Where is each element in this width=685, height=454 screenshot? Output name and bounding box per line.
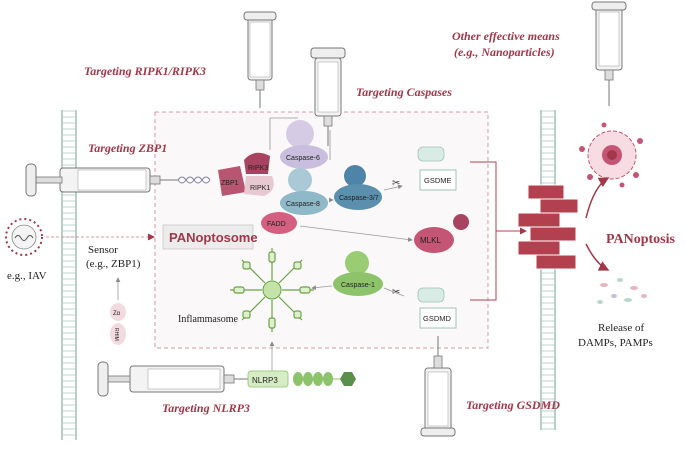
syringe-gsdmd xyxy=(420,336,456,437)
inflammasome-complex xyxy=(230,248,314,332)
svg-text:RIPK1: RIPK1 xyxy=(250,185,270,192)
svg-text:FADD: FADD xyxy=(267,221,286,228)
svg-text:Caspase-6: Caspase-6 xyxy=(286,155,320,162)
damps-label: DAMPs, PAMPs xyxy=(578,337,653,349)
sensor-example: (e.g., ZBP1) xyxy=(86,258,141,270)
panoptosome-label: PANoptosome xyxy=(169,230,258,245)
zbp1-protein: ZBP1 xyxy=(218,166,246,196)
caspase37-protein: Caspase-3/7 xyxy=(334,165,382,210)
other-means-label: Other effective means xyxy=(452,29,560,43)
targeting-zbp1-label: Targeting ZBP1 xyxy=(88,141,167,155)
virus-icon xyxy=(5,218,43,256)
effector-bracket xyxy=(470,161,527,301)
rhim-domain-label: RHIM xyxy=(113,328,119,341)
ripk3-protein: RIPK3 xyxy=(244,152,270,174)
targeting-nlrp3-label: Targeting NLRP3 xyxy=(162,401,250,415)
targeting-gsdmd-label: Targeting GSDMD xyxy=(466,398,560,412)
svg-text:NLRP3: NLRP3 xyxy=(252,376,278,385)
caspase6-protein: Caspase-6 xyxy=(280,120,328,169)
svg-text:Caspase-3/7: Caspase-3/7 xyxy=(339,195,379,202)
dying-cell-icon xyxy=(579,122,643,188)
syringe-ripk xyxy=(243,11,277,108)
other-means-example: (e.g., Nanoparticles) xyxy=(454,45,555,59)
left-membrane xyxy=(61,110,77,440)
sensor-label: Sensor xyxy=(88,244,118,256)
syringe-zbp1 xyxy=(25,163,178,197)
syringe-nlrp3 xyxy=(97,361,248,397)
ripk1-protein: RIPK1 xyxy=(244,176,274,196)
release-label: Release of xyxy=(598,322,644,334)
svg-text:Caspase-1: Caspase-1 xyxy=(341,282,375,289)
caspase8-protein: Caspase-8 xyxy=(280,168,328,215)
svg-text:ZBP1: ZBP1 xyxy=(221,180,239,187)
svg-text:RIPK3: RIPK3 xyxy=(248,165,268,172)
gsdme-protein: GSDME xyxy=(417,146,457,191)
mlkl-protein: MLKL xyxy=(414,214,469,253)
sensor-protein: Zα RHIM xyxy=(110,303,126,345)
right-membrane xyxy=(540,110,556,430)
damps-particles xyxy=(597,278,647,304)
inflammasome-label: Inflammasome xyxy=(178,314,239,325)
caspase1-protein: Caspase-1 xyxy=(333,251,383,296)
targeting-caspases-label: Targeting Caspases xyxy=(356,85,452,99)
svg-text:MLKL: MLKL xyxy=(420,236,441,245)
gsdmd-protein: GSDMD xyxy=(417,287,457,329)
nlrp3-protein: NLRP3 xyxy=(247,370,356,388)
za-domain-label: Zα xyxy=(113,311,121,317)
panoptosis-label: PANoptosis xyxy=(606,232,676,247)
svg-text:GSDME: GSDME xyxy=(424,176,452,185)
syringe-nanoparticles xyxy=(591,1,627,106)
rna-helix xyxy=(177,176,211,184)
svg-text:GSDMD: GSDMD xyxy=(423,314,452,323)
syringe-caspases xyxy=(310,47,346,146)
svg-text:Caspase-8: Caspase-8 xyxy=(286,201,320,208)
virus-label: e.g., IAV xyxy=(7,270,47,282)
fadd-protein: FADD xyxy=(261,212,297,234)
scissors-icon: ✂ xyxy=(392,178,400,189)
membrane-pore xyxy=(517,184,579,270)
targeting-ripk-label: Targeting RIPK1/RIPK3 xyxy=(84,64,206,78)
